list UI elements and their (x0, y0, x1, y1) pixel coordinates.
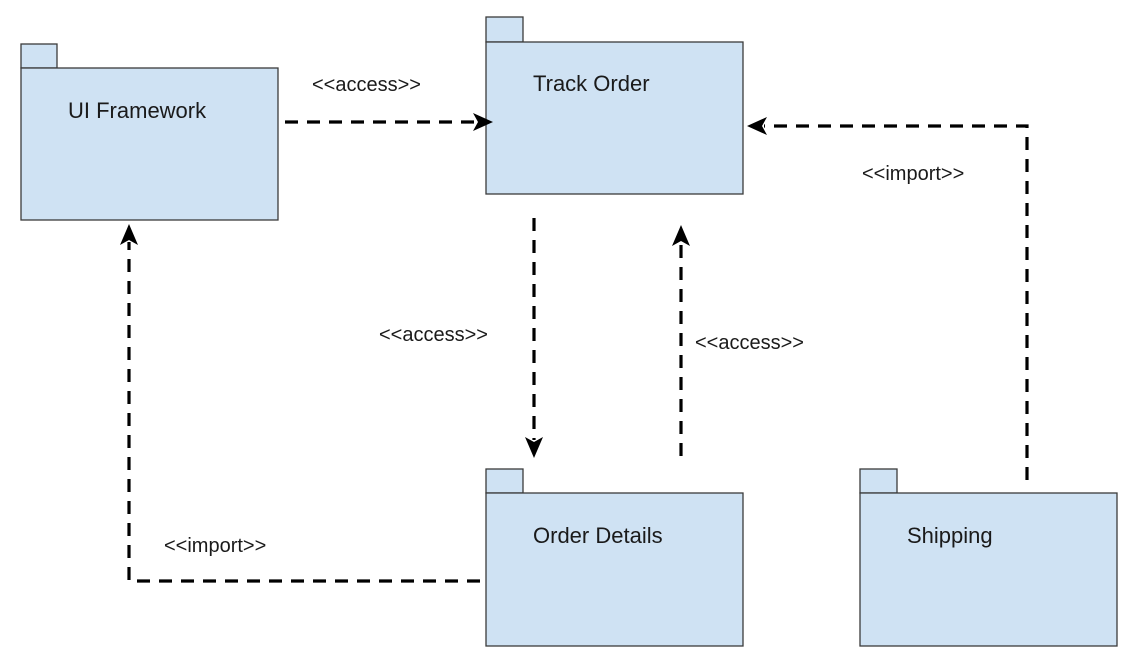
package-body (485, 41, 744, 195)
edge-track-order-to-order-details: <<access>> (379, 218, 543, 458)
edge-order-details-to-ui-framework: <<import>> (120, 224, 480, 583)
package-order-details[interactable]: Order Details (485, 468, 744, 647)
package-tab (20, 43, 58, 69)
edge-label-import: <<import>> (164, 535, 266, 557)
edge-label-access: <<access>> (312, 74, 421, 96)
package-title-ui-framework: UI Framework (68, 98, 207, 123)
edge-order-details-to-track-order: <<access>> (672, 225, 804, 456)
edge-label-import: <<import>> (862, 163, 964, 185)
package-tab (485, 468, 524, 494)
package-tab (485, 16, 524, 43)
edge-label-access: <<access>> (379, 324, 488, 346)
arrowhead-icon (525, 437, 543, 458)
package-body (20, 67, 279, 221)
dashed-edge-line (764, 124, 1029, 480)
package-body (859, 492, 1118, 647)
package-title-track-order: Track Order (533, 71, 650, 96)
package-title-order-details: Order Details (533, 523, 663, 548)
package-title-shipping: Shipping (907, 523, 993, 548)
edge-shipping-to-track-order: <<import>> (747, 117, 1029, 480)
edge-label-access: <<access>> (695, 332, 804, 354)
package-shipping[interactable]: Shipping (859, 468, 1118, 647)
package-body (485, 492, 744, 647)
package-tab (859, 468, 898, 494)
edge-ui-framework-to-track-order: <<access>> (285, 74, 493, 131)
dashed-edge-line (127, 242, 480, 583)
arrowhead-icon (120, 224, 138, 245)
arrowhead-icon (672, 225, 690, 246)
arrowhead-icon (747, 117, 767, 135)
package-track-order[interactable]: Track Order (485, 16, 744, 195)
package-ui-framework[interactable]: UI Framework (20, 43, 279, 221)
arrowhead-icon (473, 113, 493, 131)
